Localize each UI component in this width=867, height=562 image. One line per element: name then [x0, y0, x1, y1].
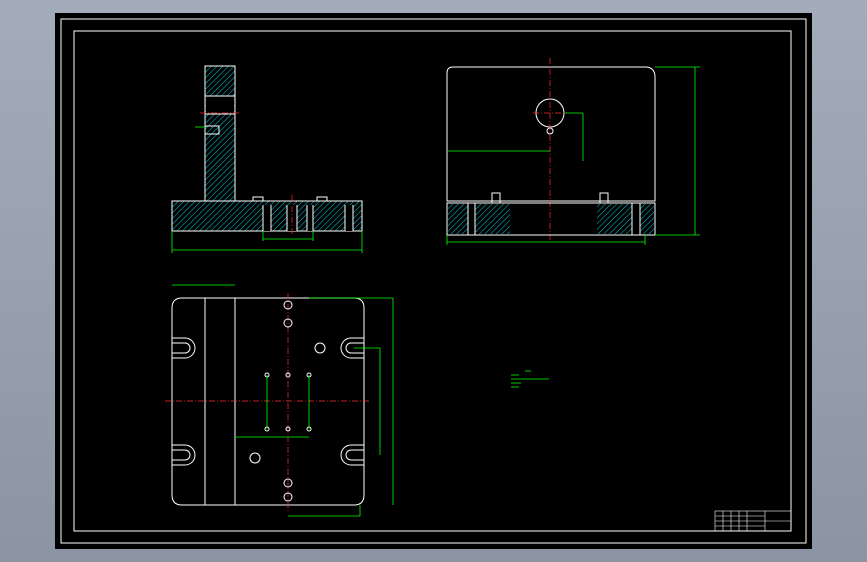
drawing-canvas: [55, 13, 812, 549]
inner-frame: [73, 30, 792, 532]
technical-notes: [511, 370, 549, 388]
top-view: [165, 284, 394, 517]
side-view: [446, 58, 700, 245]
front-section-view: [171, 65, 363, 253]
title-block: [714, 510, 792, 532]
outer-frame: [60, 18, 807, 544]
